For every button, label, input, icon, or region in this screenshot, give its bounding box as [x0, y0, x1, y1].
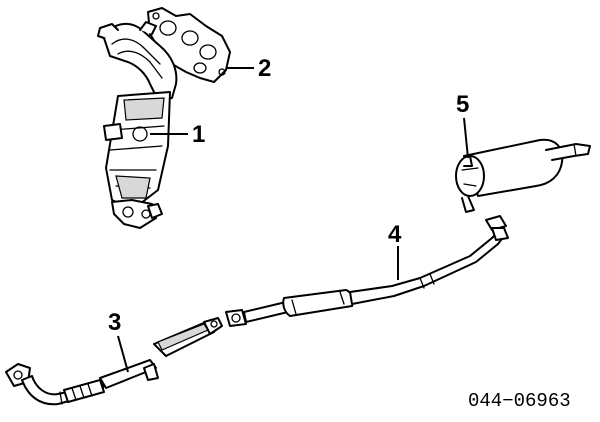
callout-1: 1 [192, 121, 205, 148]
muffler-assembly [455, 138, 591, 213]
callout-5: 5 [456, 91, 469, 118]
diagram-part-number: 044−06963 [468, 390, 571, 412]
front-exhaust-pipe [5, 317, 223, 406]
callout-3: 3 [108, 309, 121, 336]
leader-lines [117, 67, 469, 373]
exhaust-manifold-converter [97, 21, 178, 229]
intermediate-pipe [225, 215, 509, 327]
callout-2: 2 [258, 55, 271, 82]
callout-4: 4 [388, 221, 402, 248]
